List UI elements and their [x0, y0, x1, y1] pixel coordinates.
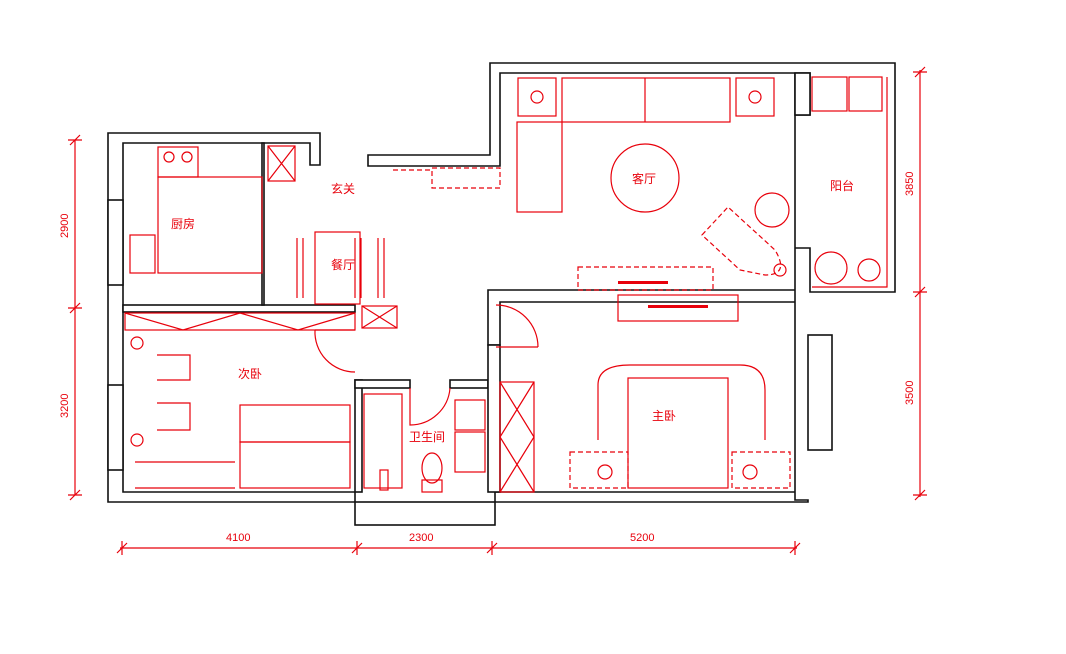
- room-label-kitchen: 厨房: [171, 216, 195, 231]
- dim-right-3850: 3850: [904, 172, 916, 196]
- walls: [107, 62, 896, 526]
- room-label-master-bedroom: 主卧: [652, 409, 676, 423]
- room-label-balcony: 阳台: [830, 178, 854, 193]
- dim-left-3200: 3200: [59, 394, 71, 418]
- furniture: [124, 76, 888, 493]
- dim-bottom-5200: 5200: [630, 532, 654, 544]
- room-label-bathroom: 卫生间: [409, 430, 445, 444]
- room-labels: 厨房 玄关 餐厅 客厅 阳台 次卧 卫生间 主卧: [171, 171, 854, 444]
- room-label-dining: 餐厅: [331, 257, 355, 272]
- dimension-lines: 2900 3200 4100 2300 5200 3850 3500: [59, 66, 927, 555]
- dim-left-2900: 2900: [59, 214, 71, 238]
- dim-right-3500: 3500: [904, 381, 916, 405]
- dim-bottom-2300: 2300: [409, 532, 433, 544]
- dim-bottom-4100: 4100: [226, 532, 250, 544]
- room-label-living: 客厅: [632, 171, 656, 186]
- room-label-entrance: 玄关: [331, 181, 355, 196]
- room-label-second-bedroom: 次卧: [238, 367, 262, 381]
